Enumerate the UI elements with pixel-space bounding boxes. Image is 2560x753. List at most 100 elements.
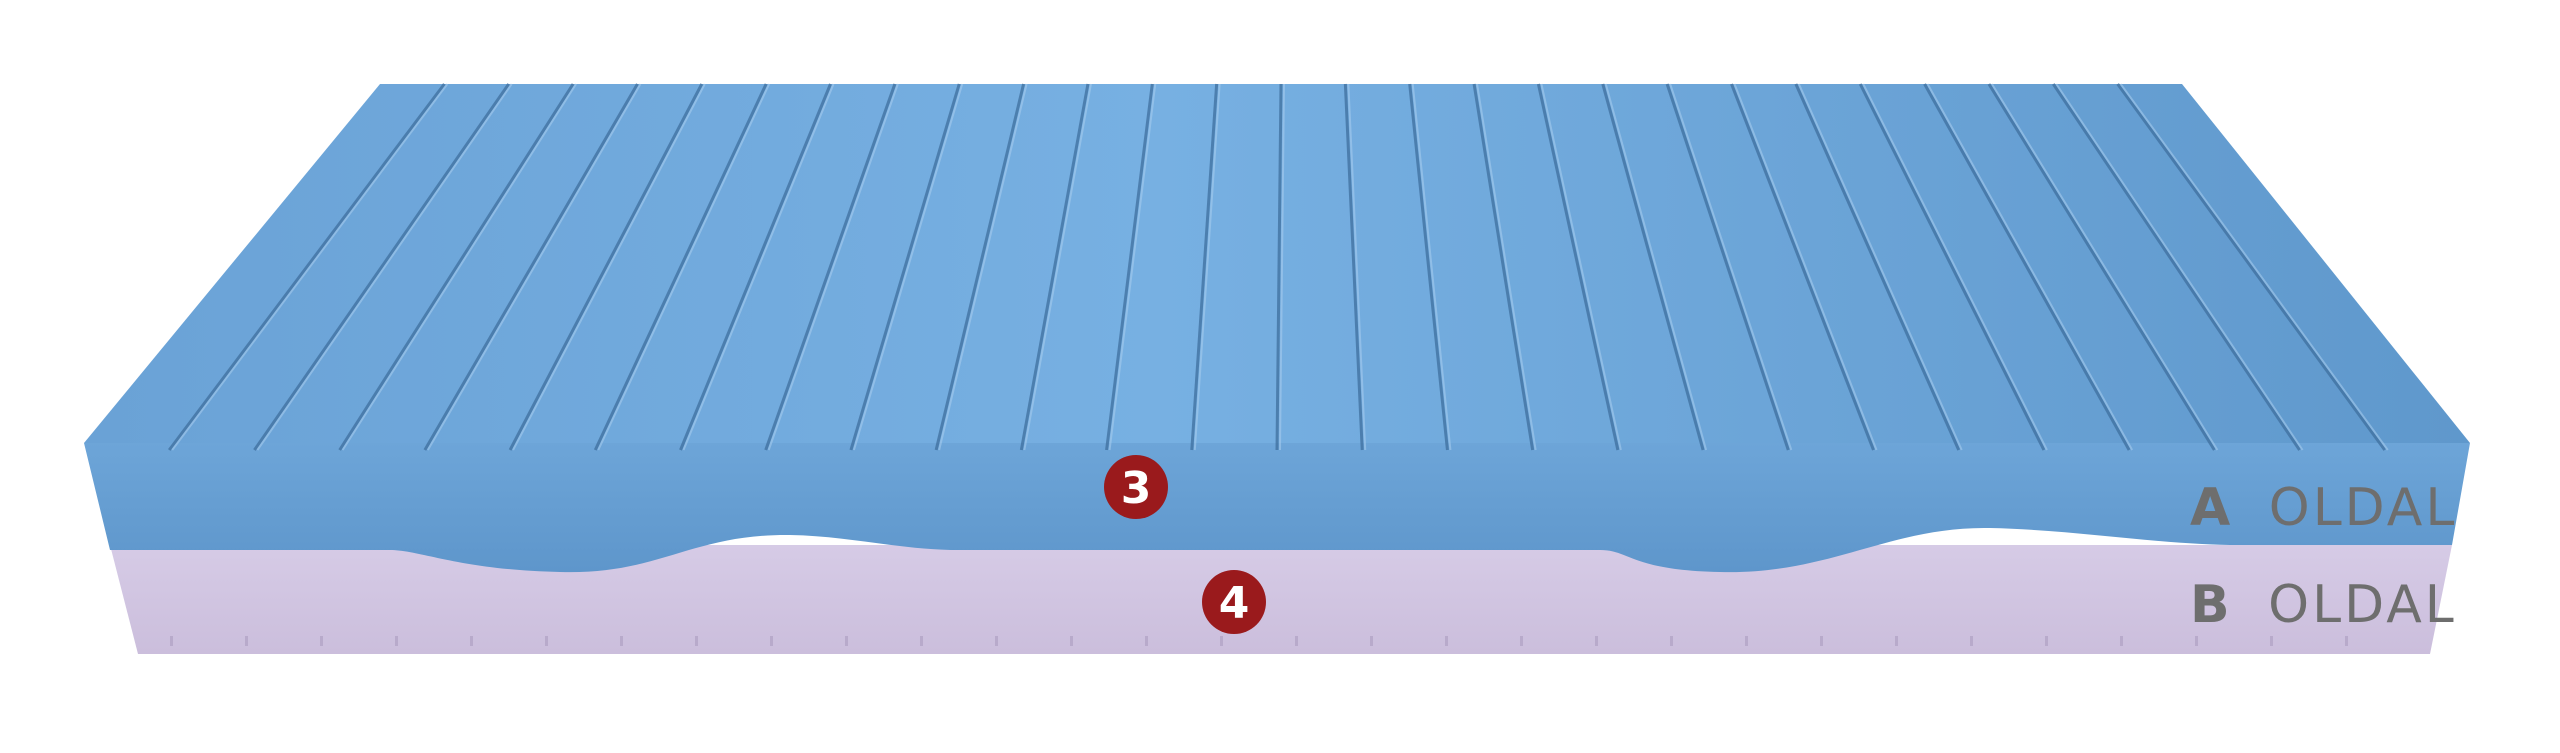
- groove-line: [1923, 83, 2131, 451]
- groove-highlight: [1023, 83, 1092, 451]
- layer-badge-3: 3: [1104, 455, 1168, 519]
- groove-highlight: [1411, 83, 1452, 451]
- top-foam-side: [84, 443, 2470, 573]
- groove-highlight: [1926, 83, 2134, 451]
- groove-highlight: [1991, 83, 2219, 451]
- groove-line: [1408, 83, 1449, 451]
- groove-line: [1472, 83, 1535, 451]
- notch-mark: [395, 636, 398, 646]
- notch-mark: [1820, 636, 1823, 646]
- groove-highlight: [1669, 83, 1793, 451]
- groove-line: [1987, 83, 2216, 451]
- groove-line: [508, 83, 704, 451]
- groove-highlight: [1476, 83, 1537, 451]
- notch-mark: [845, 636, 848, 646]
- groove-highlight: [2119, 83, 2389, 451]
- notch-mark: [2345, 636, 2348, 646]
- notch-mark: [1745, 636, 1748, 646]
- groove-highlight: [1108, 83, 1157, 451]
- notch-mark: [1595, 636, 1598, 646]
- side-a-letter: A: [2190, 478, 2233, 538]
- groove-highlight: [597, 83, 771, 451]
- notch-mark: [170, 636, 173, 646]
- groove-line: [1343, 83, 1364, 451]
- notch-mark: [320, 636, 323, 646]
- groove-highlight: [171, 83, 449, 451]
- badge-3-number: 3: [1121, 463, 1152, 514]
- groove-line: [679, 83, 832, 451]
- groove-highlight: [1193, 83, 1221, 451]
- groove-highlight: [1733, 83, 1878, 451]
- groove-highlight: [2055, 83, 2304, 451]
- side-b-label: B OLDAL: [2190, 575, 2457, 635]
- notch-mark: [1895, 636, 1898, 646]
- notch-mark: [1370, 636, 1373, 646]
- top-foam-surface: [84, 84, 2470, 443]
- bottom-notches: [170, 636, 2348, 646]
- badge-4-number: 4: [1219, 578, 1250, 629]
- side-a-label: A OLDAL: [2190, 478, 2457, 538]
- groove-highlight: [512, 83, 706, 451]
- groove-line: [1794, 83, 1961, 451]
- notch-mark: [620, 636, 623, 646]
- groove-line: [2116, 83, 2386, 451]
- groove-highlight: [682, 83, 835, 451]
- notch-mark: [470, 636, 473, 646]
- groove-highlight: [1604, 83, 1708, 451]
- groove-line: [1019, 83, 1090, 451]
- groove-line: [168, 83, 446, 451]
- notch-mark: [1520, 636, 1523, 646]
- groove-line: [253, 83, 510, 451]
- groove-highlight: [1279, 83, 1285, 451]
- notch-mark: [2045, 636, 2048, 646]
- notch-mark: [995, 636, 998, 646]
- groove-highlight: [426, 83, 642, 451]
- side-b-letter: B: [2190, 575, 2233, 635]
- groove-highlight: [341, 83, 577, 451]
- notch-mark: [2270, 636, 2273, 646]
- groove-line: [849, 83, 961, 451]
- groove-highlight: [852, 83, 964, 451]
- groove-highlight: [1862, 83, 2048, 451]
- groove-line: [764, 83, 897, 451]
- notch-mark: [2120, 636, 2123, 646]
- foam-grooves: [168, 83, 2389, 451]
- groove-highlight: [767, 83, 899, 451]
- groove-highlight: [938, 83, 1028, 451]
- notch-mark: [245, 636, 248, 646]
- notch-mark: [1670, 636, 1673, 646]
- notch-mark: [545, 636, 548, 646]
- notch-mark: [1220, 636, 1223, 646]
- groove-line: [593, 83, 768, 451]
- groove-highlight: [1347, 83, 1367, 451]
- groove-highlight: [1797, 83, 1963, 451]
- groove-line: [338, 83, 575, 451]
- groove-line: [1601, 83, 1705, 451]
- groove-line: [423, 83, 639, 451]
- notch-mark: [1145, 636, 1148, 646]
- notch-mark: [1070, 636, 1073, 646]
- groove-highlight: [1540, 83, 1622, 451]
- groove-line: [1858, 83, 2046, 451]
- groove-line: [1730, 83, 1875, 451]
- groove-line: [934, 83, 1026, 451]
- notch-mark: [1445, 636, 1448, 646]
- groove-line: [1105, 83, 1154, 451]
- groove-line: [1275, 83, 1283, 451]
- notch-mark: [920, 636, 923, 646]
- notch-mark: [1970, 636, 1973, 646]
- notch-mark: [1295, 636, 1298, 646]
- groove-line: [1665, 83, 1790, 451]
- notch-mark: [2195, 636, 2198, 646]
- side-b-word: OLDAL: [2268, 575, 2457, 635]
- notch-mark: [695, 636, 698, 646]
- notch-mark: [770, 636, 773, 646]
- bottom-foam-layer: [110, 545, 2452, 654]
- groove-line: [2052, 83, 2301, 451]
- groove-line: [1190, 83, 1219, 451]
- side-a-word: OLDAL: [2269, 478, 2458, 538]
- groove-highlight: [256, 83, 513, 451]
- layer-badge-4: 4: [1202, 570, 1266, 634]
- groove-line: [1536, 83, 1620, 451]
